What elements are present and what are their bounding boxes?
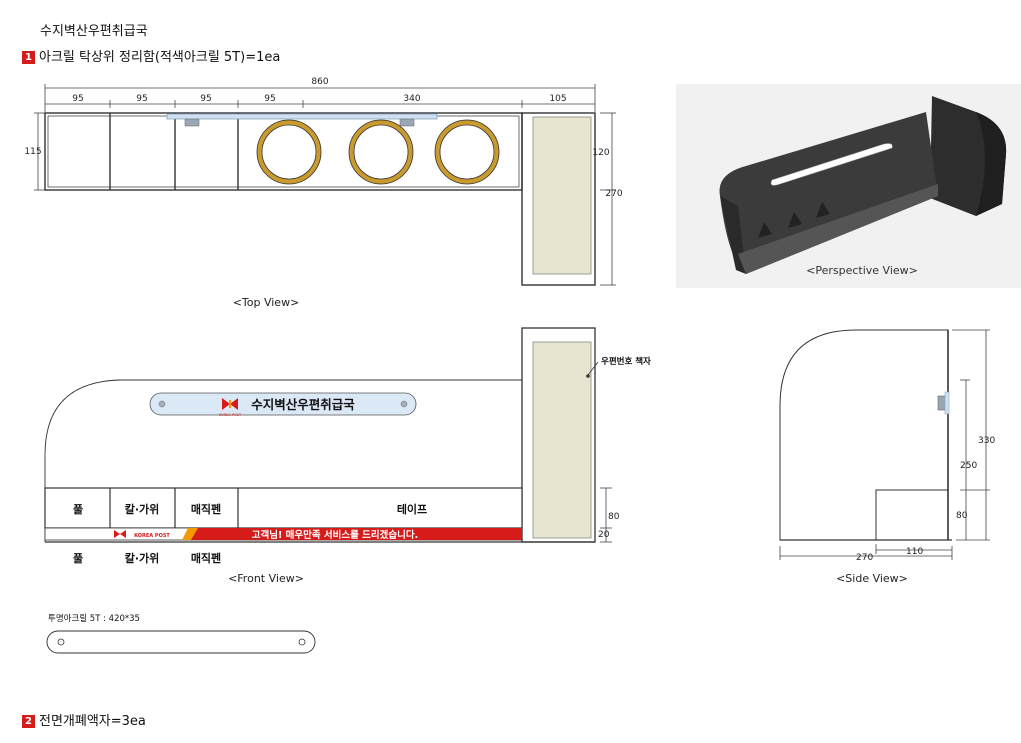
- side-dim-330: 330: [978, 436, 995, 446]
- top-dim-total: 860: [311, 77, 328, 87]
- top-dim-95-c: 95: [200, 94, 211, 104]
- perspective-caption: <Perspective View>: [806, 264, 918, 277]
- top-dim-340: 340: [403, 94, 420, 104]
- banner-logo-text: KOREA POST: [134, 533, 170, 539]
- top-dim-105: 105: [549, 94, 566, 104]
- top-view-caption: <Top View>: [233, 296, 300, 309]
- side-dim-250: 250: [960, 461, 977, 471]
- top-dim-115: 115: [24, 147, 41, 157]
- front-banner-red: [188, 528, 522, 540]
- side-view-drawing: 330 250 80 270 110 <Side View>: [779, 329, 995, 585]
- item1-number-badge: 1: [22, 51, 35, 64]
- front-sign-text: 수지벽산우편취급국: [251, 397, 355, 412]
- top-dim-95-a: 95: [72, 94, 83, 104]
- banner-korea-post-logo-icon: [114, 530, 126, 538]
- front-banner-text: 고객님! 매우만족 서비스를 드리겠습니다.: [252, 529, 418, 541]
- item1-header: 1 아크릴 탁상위 정리함(적색아크릴 5T)=1ea: [22, 46, 280, 65]
- top-dim-95-b: 95: [136, 94, 147, 104]
- front-view-caption: <Front View>: [228, 572, 304, 585]
- front-callout-postal-book: 우편번호 책자: [601, 356, 651, 367]
- front-compartment-marker: 매직펜: [191, 502, 221, 516]
- front-compartment-glue: 풀: [73, 503, 83, 516]
- front-dim-20: 20: [598, 530, 610, 540]
- front-dim-80: 80: [608, 512, 620, 522]
- front-under-label-knife-scissors: 칼·가위: [125, 551, 160, 565]
- front-view-drawing: KOREA POST 수지벽산우편취급국 풀 칼·가위 매직펜 테이프 KORE…: [44, 327, 651, 585]
- item1-title: 아크릴 탁상위 정리함(적색아크릴 5T)=1ea: [39, 50, 281, 65]
- side-dim-270: 270: [856, 553, 873, 563]
- perspective-view-render: <Perspective View>: [676, 84, 1021, 288]
- side-dim-80: 80: [956, 511, 968, 521]
- top-book-panel: [532, 116, 592, 275]
- sign-korea-post-logo-icon: [222, 398, 238, 410]
- top-dim-120: 120: [592, 148, 609, 158]
- item2-title: 전면개폐액자=3ea: [39, 714, 146, 729]
- side-view-caption: <Side View>: [836, 572, 908, 585]
- top-dim-270: 270: [605, 189, 622, 199]
- acrylic-plate-label: 투명아크릴 5T : 420*35: [48, 614, 140, 624]
- front-compartment-knife-scissors: 칼·가위: [125, 502, 160, 516]
- item2-header: 2 전면개폐액자=3ea: [22, 710, 146, 729]
- office-name: 수지벽산우편취급국: [40, 24, 148, 39]
- item2-number-badge: 2: [22, 715, 35, 728]
- front-compartment-tape: 테이프: [397, 502, 427, 516]
- top-dim-95-d: 95: [264, 94, 275, 104]
- sign-logo-text: KOREA POST: [219, 413, 242, 417]
- front-under-label-marker: 매직펜: [191, 551, 221, 565]
- front-under-label-glue: 풀: [73, 552, 83, 565]
- side-dim-110: 110: [906, 547, 923, 557]
- top-view-drawing: 860 95 95 95 95 340 105 115 120 270 <Top…: [24, 77, 622, 309]
- top-acrylic-strip: [166, 113, 438, 120]
- acrylic-plate-drawing: [46, 630, 316, 654]
- front-sign-plate: [149, 392, 417, 416]
- front-book-panel: [532, 341, 592, 539]
